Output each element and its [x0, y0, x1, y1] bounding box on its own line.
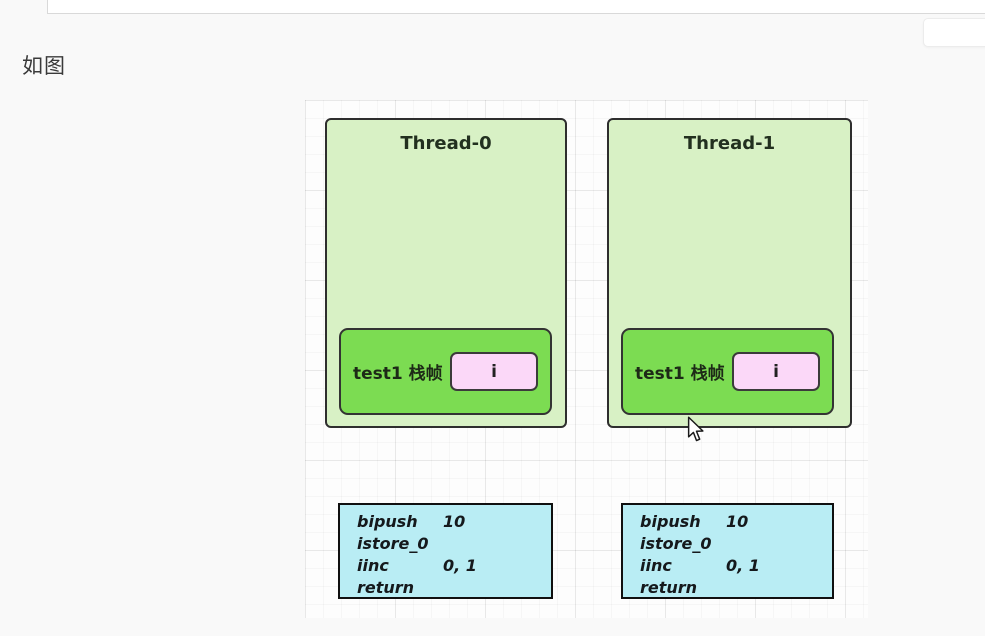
opcode: return [357, 578, 415, 597]
bytecode-line: istore_0 [357, 533, 551, 555]
bytecode-box-1: bipush 10 istore_0 iinc 0, 1 return [621, 503, 834, 599]
opcode: return [640, 578, 698, 597]
thread-0-title: Thread-0 [400, 133, 492, 154]
thread-1-stack-frame: test1 栈帧 i [621, 328, 834, 415]
corner-popup [923, 18, 985, 47]
thread-0-stack-frame: test1 栈帧 i [339, 328, 552, 415]
variable-i-box: i [450, 352, 538, 391]
diagram-canvas: Thread-0 test1 栈帧 i Thread-1 test1 栈帧 i … [305, 100, 868, 618]
operand: 10 [443, 512, 466, 531]
opcode: iinc [357, 556, 389, 575]
stack-frame-label: test1 栈帧 [353, 364, 443, 384]
bytecode-line: istore_0 [640, 533, 832, 555]
bytecode-line: iinc 0, 1 [640, 555, 832, 577]
opcode: bipush [357, 512, 418, 531]
stack-frame-label: test1 栈帧 [635, 364, 725, 384]
variable-label: i [773, 361, 779, 382]
caption-text: 如图 [22, 55, 66, 78]
operand: 0, 1 [726, 556, 760, 575]
bytecode-line: return [640, 577, 832, 599]
operand: 10 [726, 512, 749, 531]
opcode: iinc [640, 556, 672, 575]
opcode: bipush [640, 512, 701, 531]
input-panel-edge[interactable] [47, 0, 985, 14]
bytecode-line: iinc 0, 1 [357, 555, 551, 577]
opcode: istore_0 [357, 534, 429, 553]
bytecode-line: bipush 10 [357, 511, 551, 533]
bytecode-line: return [357, 577, 551, 599]
variable-i-box: i [732, 352, 820, 391]
mouse-cursor-icon [687, 416, 704, 442]
bytecode-line: bipush 10 [640, 511, 832, 533]
operand: 0, 1 [443, 556, 477, 575]
bytecode-box-0: bipush 10 istore_0 iinc 0, 1 return [338, 503, 553, 599]
variable-label: i [491, 361, 497, 382]
opcode: istore_0 [640, 534, 712, 553]
thread-1-title: Thread-1 [683, 133, 776, 154]
